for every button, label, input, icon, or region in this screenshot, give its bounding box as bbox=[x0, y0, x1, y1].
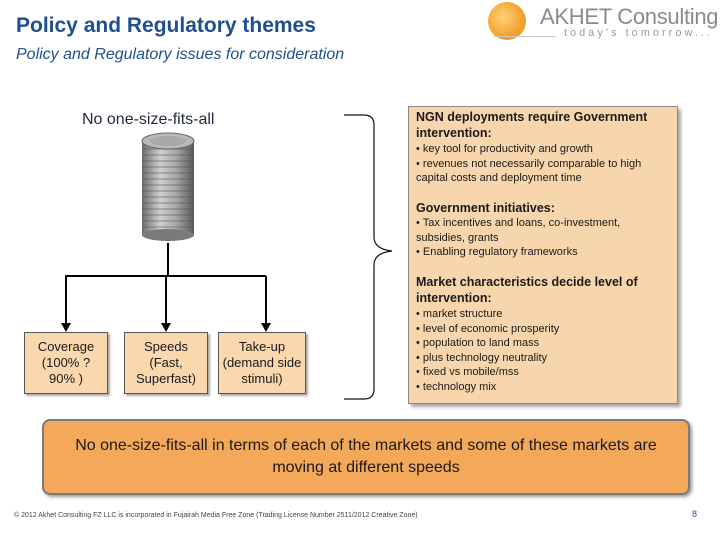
logo-brand-name: AKHET Consulting bbox=[540, 4, 719, 29]
slide-title: Policy and Regulatory themes bbox=[16, 14, 316, 37]
right-brace bbox=[344, 114, 393, 400]
list-item: • key tool for productivity and growth bbox=[416, 143, 593, 155]
logo-tagline: today's tomorrow... bbox=[564, 27, 713, 39]
list-item: • fixed vs mobile/mss bbox=[416, 366, 519, 378]
list-item: • population to land mass bbox=[416, 337, 540, 349]
list-item: • market structure bbox=[416, 308, 503, 320]
list-item: capital costs and deployment time bbox=[416, 172, 582, 184]
copyright-footer: © 2012 Akhet Consulting FZ LLC is incorp… bbox=[14, 512, 418, 519]
coverage-box: Coverage (100% ? 90% ) bbox=[24, 332, 108, 394]
policy-info-panel: NGN deployments require Government inter… bbox=[408, 106, 678, 404]
list-item: subsidies, grants bbox=[416, 231, 499, 244]
slide-subtitle: Policy and Regulatory issues for conside… bbox=[16, 46, 345, 63]
government-initiatives-heading: Government initiatives: bbox=[416, 201, 555, 215]
market-characteristics-list: • market structure • level of economic p… bbox=[416, 307, 674, 394]
list-item: • technology mix bbox=[416, 380, 497, 393]
list-item: • Tax incentives and loans, co-investmen… bbox=[416, 217, 621, 229]
list-item: • level of economic prosperity bbox=[416, 322, 560, 335]
government-initiatives-list: • Tax incentives and loans, co-investmen… bbox=[416, 216, 674, 260]
list-item: • plus technology neutrality bbox=[416, 351, 548, 364]
list-item: • Enabling regulatory frameworks bbox=[416, 246, 578, 258]
company-logo: AKHET Consulting today's tomorrow... bbox=[488, 0, 719, 44]
list-item: • revenues not necessarily comparable to… bbox=[416, 157, 642, 170]
conclusion-banner: No one-size-fits-all in terms of each of… bbox=[42, 419, 690, 495]
logo-horizon-line bbox=[494, 36, 556, 37]
ngn-bullet-list: • key tool for productivity and growth •… bbox=[416, 142, 674, 186]
speeds-box: Speeds (Fast, Superfast) bbox=[124, 332, 208, 394]
tree-arrows bbox=[61, 276, 271, 332]
coin-stack-image bbox=[141, 132, 195, 241]
tree-trunk-line bbox=[167, 243, 169, 276]
sun-logo-icon bbox=[488, 2, 526, 40]
diagram-heading: No one-size-fits-all bbox=[82, 111, 215, 128]
page-number: 8 bbox=[692, 509, 698, 519]
ngn-heading: NGN deployments require Government inter… bbox=[416, 110, 648, 140]
take-up-box: Take-up (demand side stimuli) bbox=[218, 332, 306, 394]
market-characteristics-heading: Market characteristics decide level of i… bbox=[416, 275, 638, 305]
